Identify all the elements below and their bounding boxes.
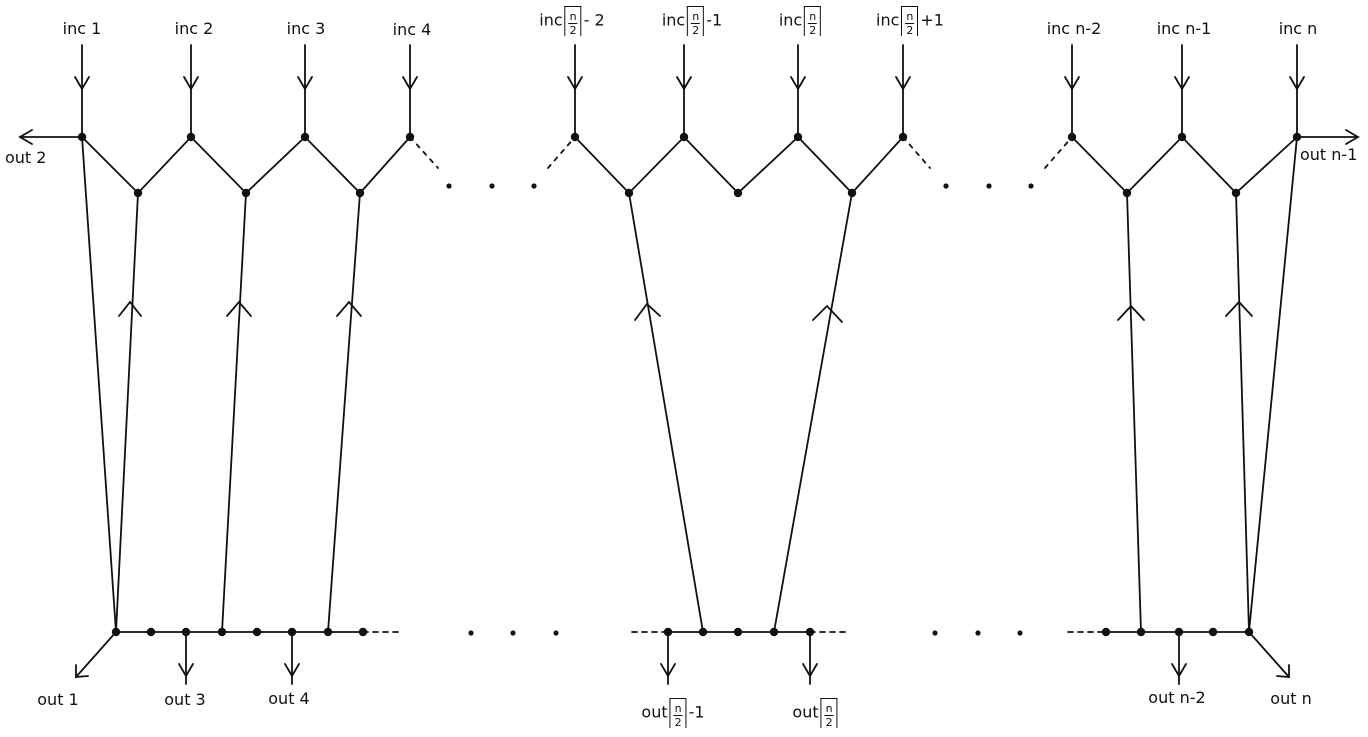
label-out-n: out n xyxy=(1270,689,1312,708)
label-out-1: out 1 xyxy=(37,690,79,709)
label-inc-n-minus-1: inc n-1 xyxy=(1156,19,1212,38)
label-out-4: out 4 xyxy=(268,689,310,708)
input-arrows xyxy=(74,44,1305,138)
nodes xyxy=(77,132,1302,637)
ellipsis-dots xyxy=(446,183,1034,636)
label-out-n-minus-2: out n-2 xyxy=(1148,688,1206,707)
label-out-n-minus-1: out n-1 xyxy=(1300,145,1358,164)
label-inc-3: inc 3 xyxy=(286,19,326,38)
label-inc-n-minus-2: inc n-2 xyxy=(1046,19,1102,38)
connecting-edges xyxy=(81,136,1298,633)
bottom-output-arrows xyxy=(75,631,1290,685)
top-zigzag-middle xyxy=(547,135,931,195)
label-inc-1: inc 1 xyxy=(62,19,102,38)
label-inc-4: inc 4 xyxy=(392,20,432,39)
top-zigzag-left xyxy=(81,135,439,195)
label-inc-2: inc 2 xyxy=(174,19,214,38)
side-output-arrows xyxy=(18,129,1360,145)
label-inc-n: inc n xyxy=(1278,19,1318,38)
top-zigzag-right xyxy=(1044,135,1298,195)
label-out-3: out 3 xyxy=(164,690,206,709)
label-out-2: out 2 xyxy=(5,148,47,167)
